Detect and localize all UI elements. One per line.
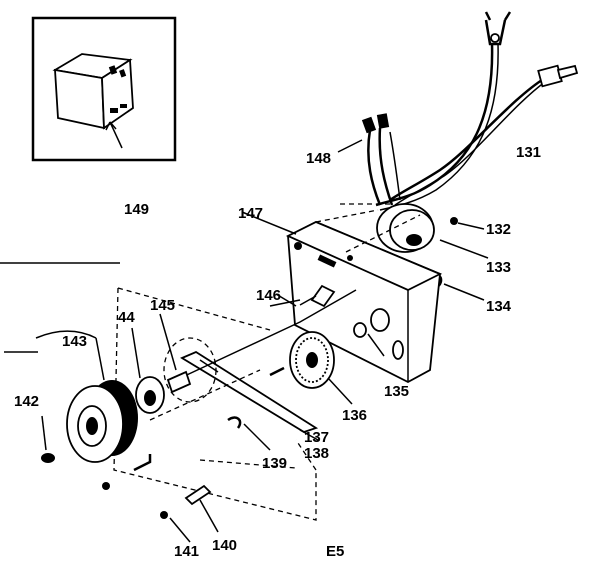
callout-136: 136 [342,407,367,424]
knob-143 [35,330,138,463]
callout-139: 139 [262,455,287,472]
pin-137 [269,366,285,377]
callout-138: 138 [304,445,329,462]
callout-145: 145 [150,297,175,314]
cam-145 [159,313,217,403]
callout-148: 148 [306,150,331,167]
spring-144 [131,327,165,414]
wire-harness-131 [375,11,579,211]
gear-136 [289,331,353,405]
wire-leads-148 [337,113,401,206]
callout-134: 134 [486,298,512,315]
inset-panel [31,16,177,162]
callout-133: 133 [486,259,511,276]
screw-small [102,482,110,490]
callout-140: 140 [212,537,237,554]
callout-142: 142 [14,393,39,410]
screw-141 [160,511,191,543]
screw-142 [41,415,55,463]
callout-141: 141 [174,543,199,560]
dashed-outline [113,287,317,521]
callout-131: 131 [516,144,541,161]
callout-143: 143 [62,333,87,350]
diagram-code: E5 [326,543,344,560]
pin-140 [184,484,219,533]
callout-144: 44 [118,309,135,326]
part-149-block [52,53,134,130]
callout-146: 146 [256,287,281,304]
motor-133 [376,203,489,259]
shaft-146 [269,284,336,308]
link-139 [227,416,271,451]
bracket-small [133,454,152,472]
bushing-135 [353,308,390,357]
callout-149: 149 [124,201,149,218]
callout-132: 132 [486,221,511,238]
screw-132 [450,217,485,230]
callout-137: 137 [304,429,329,446]
callout-135: 135 [384,383,409,400]
callout-147: 147 [238,205,263,222]
